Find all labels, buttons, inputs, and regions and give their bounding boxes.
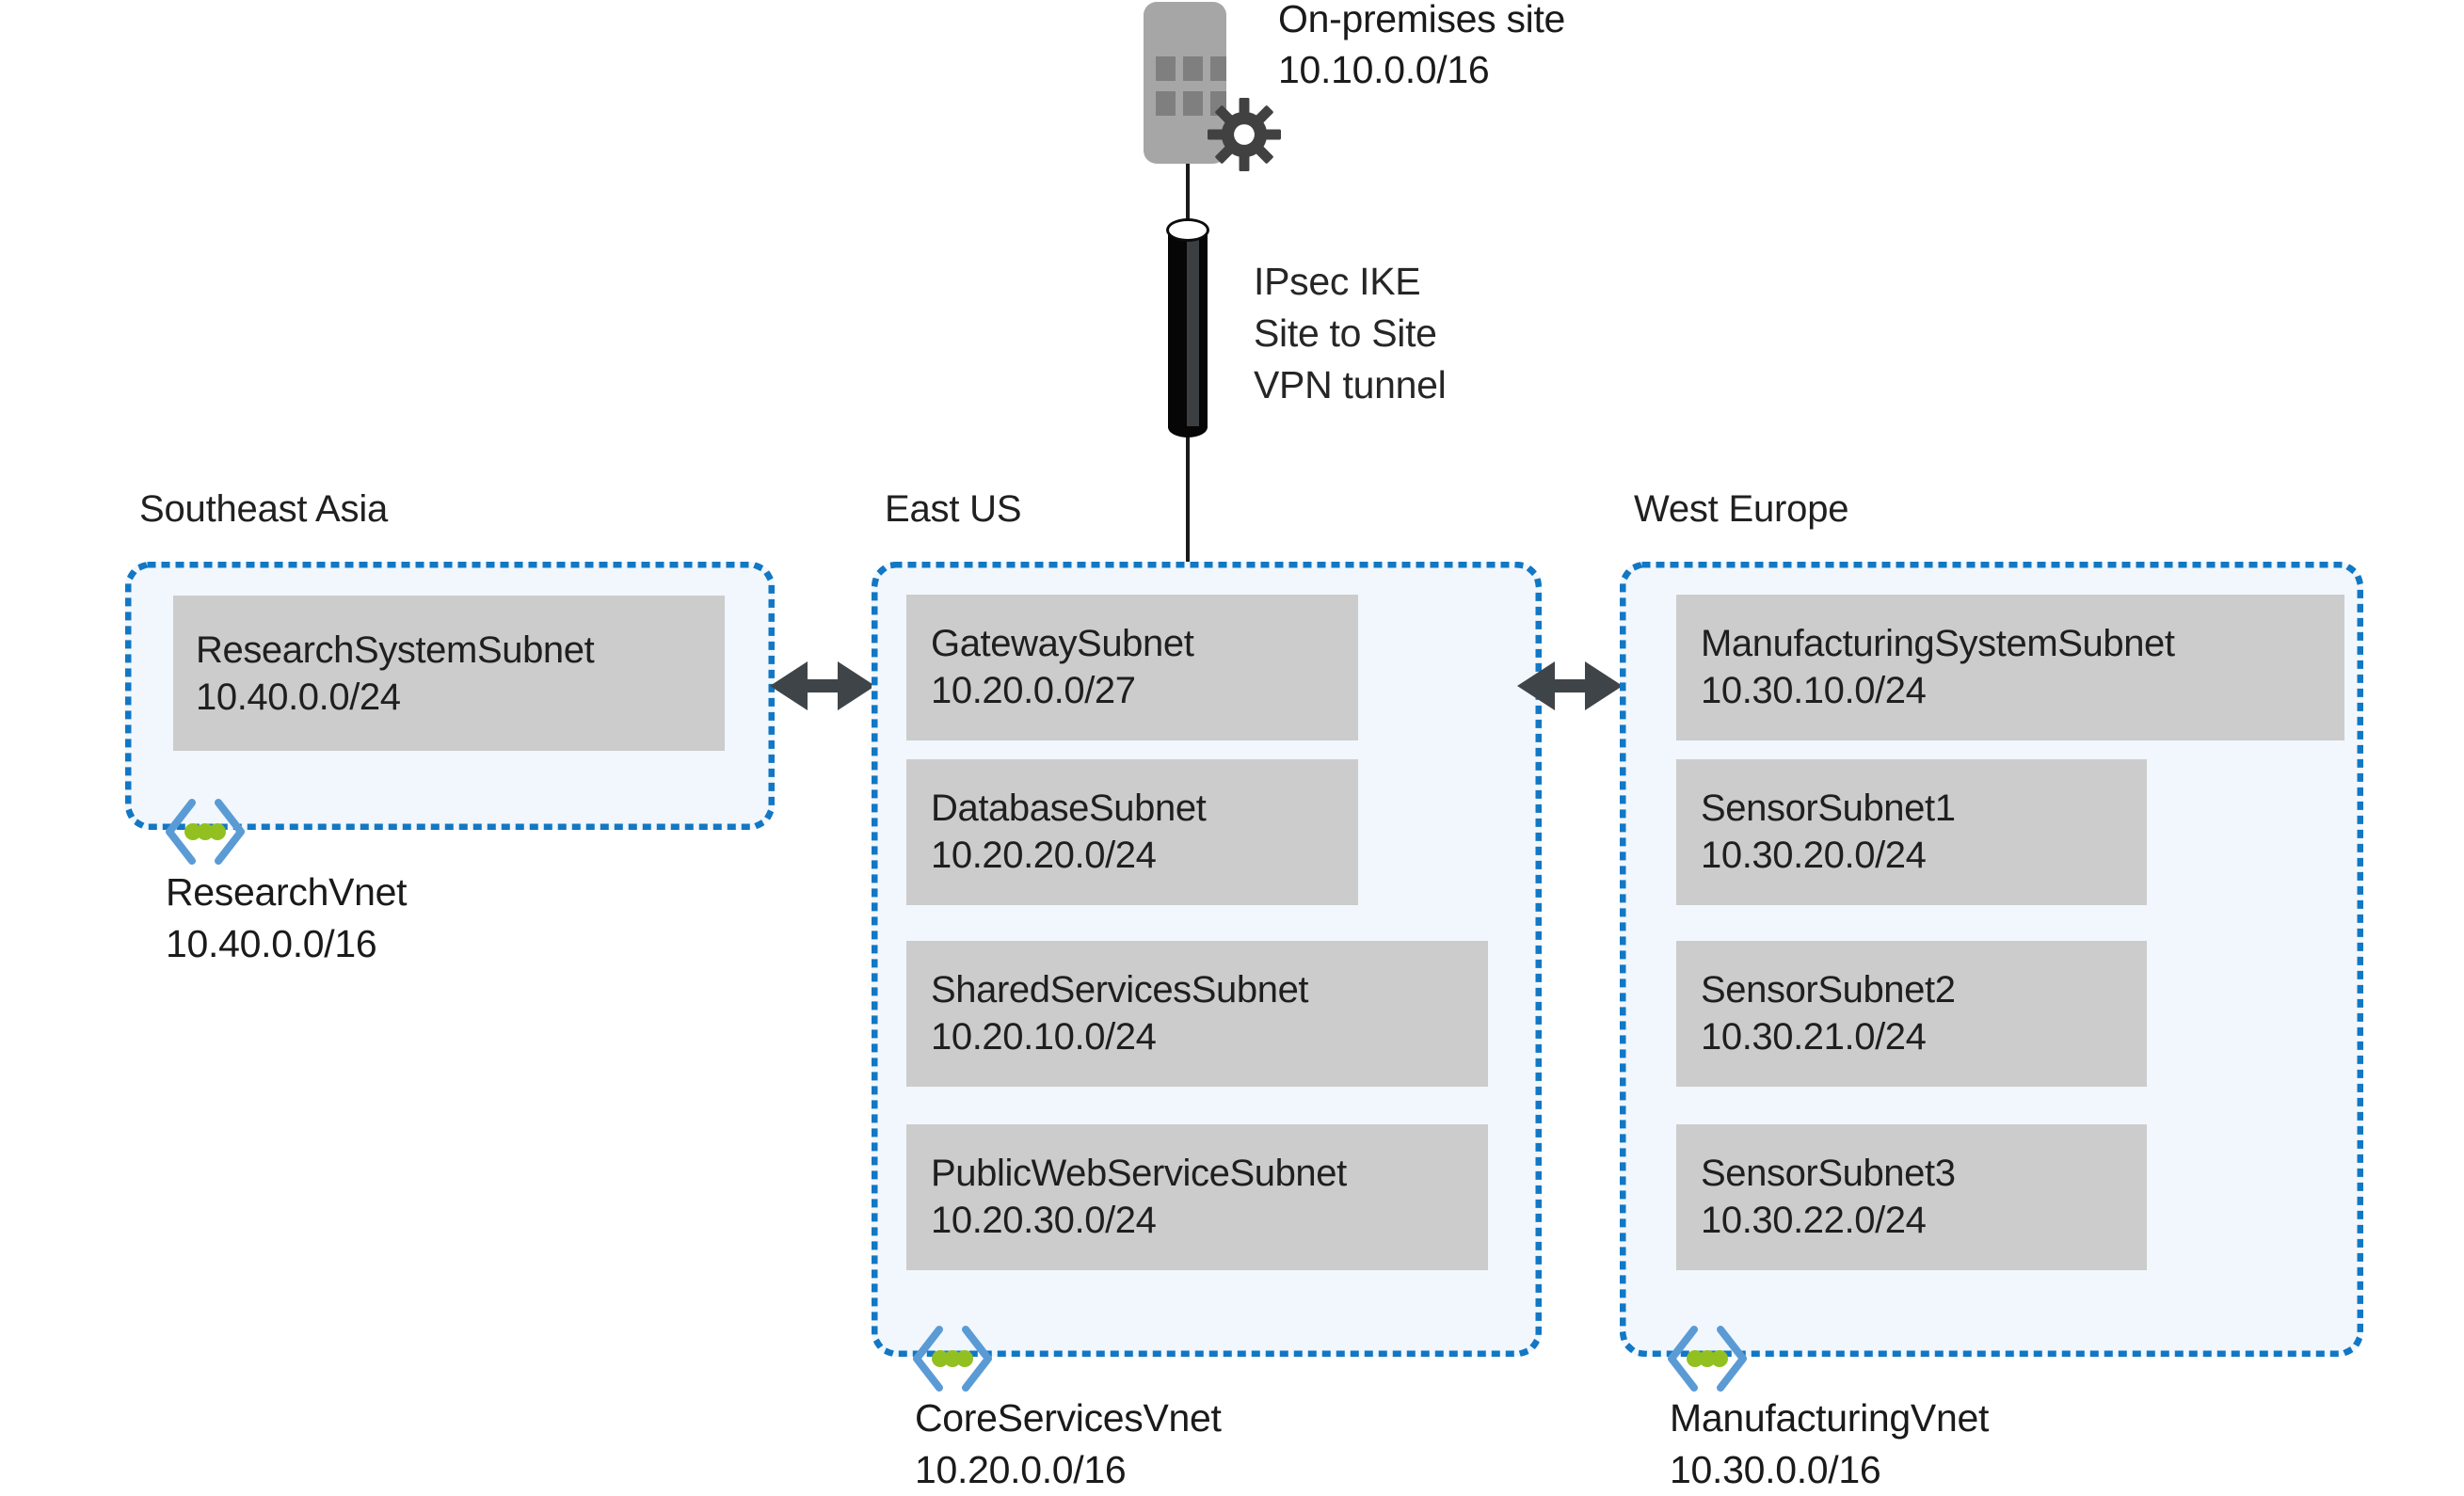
subnet-cidr: 10.40.0.0/24 [196,676,401,718]
region-label-southeast-asia: Southeast Asia [139,488,389,530]
vnet-name-researchvnet: ResearchVnet [166,870,408,914]
region-label-west-europe: West Europe [1634,488,1849,530]
vnet-chevron-icon [1664,1322,1751,1395]
building-window [1183,56,1203,81]
subnet-name: SensorSubnet3 [1701,1153,1956,1194]
subnet-name: ManufacturingSystemSubnet [1701,623,2175,664]
subnet-box-sharedservicessubnet[interactable]: SharedServicesSubnet 10.20.10.0/24 [906,941,1488,1087]
vnet-name-coreservicesvnet: CoreServicesVnet [915,1396,1222,1440]
subnet-box-sensorsubnet3[interactable]: SensorSubnet3 10.30.22.0/24 [1676,1124,2147,1270]
vnet-name-manufacturingvnet: ManufacturingVnet [1670,1396,1990,1440]
subnet-name: SharedServicesSubnet [931,969,1309,1011]
double-headed-arrow-icon [1517,652,1623,720]
subnet-cidr: 10.20.30.0/24 [931,1200,1157,1241]
subnet-cidr: 10.30.21.0/24 [1701,1016,1927,1058]
building-window [1183,91,1203,116]
on-premises-building-icon [1144,2,1226,164]
tunnel-label-line1: IPsec IKE [1254,260,1421,303]
vnet-address-space-researchvnet: 10.40.0.0/16 [166,922,377,965]
building-window [1210,56,1226,81]
subnet-box-databasesubnet[interactable]: DatabaseSubnet 10.20.20.0/24 [906,759,1358,905]
subnet-cidr: 10.20.0.0/27 [931,670,1136,711]
vpn-tunnel-cylinder-icon [1168,231,1208,428]
building-window [1156,56,1176,81]
tunnel-label-line2: Site to Site [1254,311,1437,355]
subnet-box-gatewaysubnet[interactable]: GatewaySubnet 10.20.0.0/27 [906,595,1358,740]
subnet-cidr: 10.20.10.0/24 [931,1016,1157,1058]
subnet-box-manufacturingsystemsubnet[interactable]: ManufacturingSystemSubnet 10.30.10.0/24 [1676,595,2344,740]
subnet-box-publicwebservicesubnet[interactable]: PublicWebServiceSubnet 10.20.30.0/24 [906,1124,1488,1270]
subnet-box-sensorsubnet1[interactable]: SensorSubnet1 10.30.20.0/24 [1676,759,2147,905]
subnet-cidr: 10.30.10.0/24 [1701,670,1927,711]
on-premises-site-name: On-premises site [1278,0,1566,40]
subnet-name: ResearchSystemSubnet [196,629,595,671]
tunnel-cylinder-opening [1166,218,1209,242]
double-headed-arrow-icon [770,652,875,720]
tunnel-connector-line-bottom [1186,428,1190,565]
on-premises-address-space: 10.10.0.0/16 [1278,48,1490,91]
subnet-cidr: 10.30.22.0/24 [1701,1200,1927,1241]
subnet-name: GatewaySubnet [931,623,1194,664]
subnet-box-sensorsubnet2[interactable]: SensorSubnet2 10.30.21.0/24 [1676,941,2147,1087]
tunnel-label-line3: VPN tunnel [1254,363,1447,406]
vnet-address-space-manufacturingvnet: 10.30.0.0/16 [1670,1448,1881,1491]
tunnel-connector-line-top [1186,164,1190,230]
building-window [1156,91,1176,116]
tunnel-highlight [1187,236,1199,426]
subnet-name: SensorSubnet1 [1701,788,1956,829]
vnet-chevron-icon [909,1322,996,1395]
vnet-address-space-coreservicesvnet: 10.20.0.0/16 [915,1448,1127,1491]
subnet-cidr: 10.30.20.0/24 [1701,835,1927,876]
subnet-cidr: 10.20.20.0/24 [931,835,1157,876]
vnet-chevron-icon [162,795,248,868]
region-label-east-us: East US [885,488,1022,530]
subnet-name: SensorSubnet2 [1701,969,1956,1011]
gear-icon [1208,98,1281,171]
subnet-box-researchsystemsubnet[interactable]: ResearchSystemSubnet 10.40.0.0/24 [173,596,725,751]
subnet-name: PublicWebServiceSubnet [931,1153,1347,1194]
subnet-name: DatabaseSubnet [931,788,1207,829]
